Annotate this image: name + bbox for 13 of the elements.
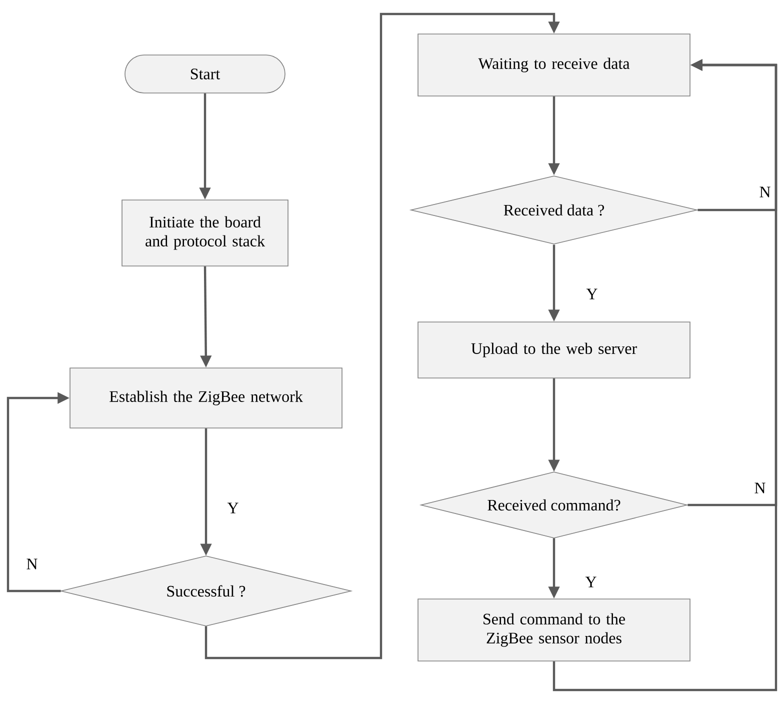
edge-label: Y (227, 502, 238, 514)
edge-label: N (760, 186, 770, 198)
process-box: Waiting to receive data (418, 34, 690, 96)
edge-label: N (754, 482, 766, 494)
start-terminal: Start (124, 54, 286, 94)
process-box: Send command to the ZigBee sensor nodes (418, 598, 690, 662)
arrow (204, 12, 560, 660)
process-box: Upload to the web server (418, 322, 690, 378)
process-box: Establish the ZigBee network (70, 368, 342, 428)
edge-label: Y (586, 288, 598, 300)
process-box: Initiate the board and protocol stack (122, 200, 288, 266)
edge-label: N (26, 558, 38, 570)
edge-label: Y (585, 576, 596, 588)
